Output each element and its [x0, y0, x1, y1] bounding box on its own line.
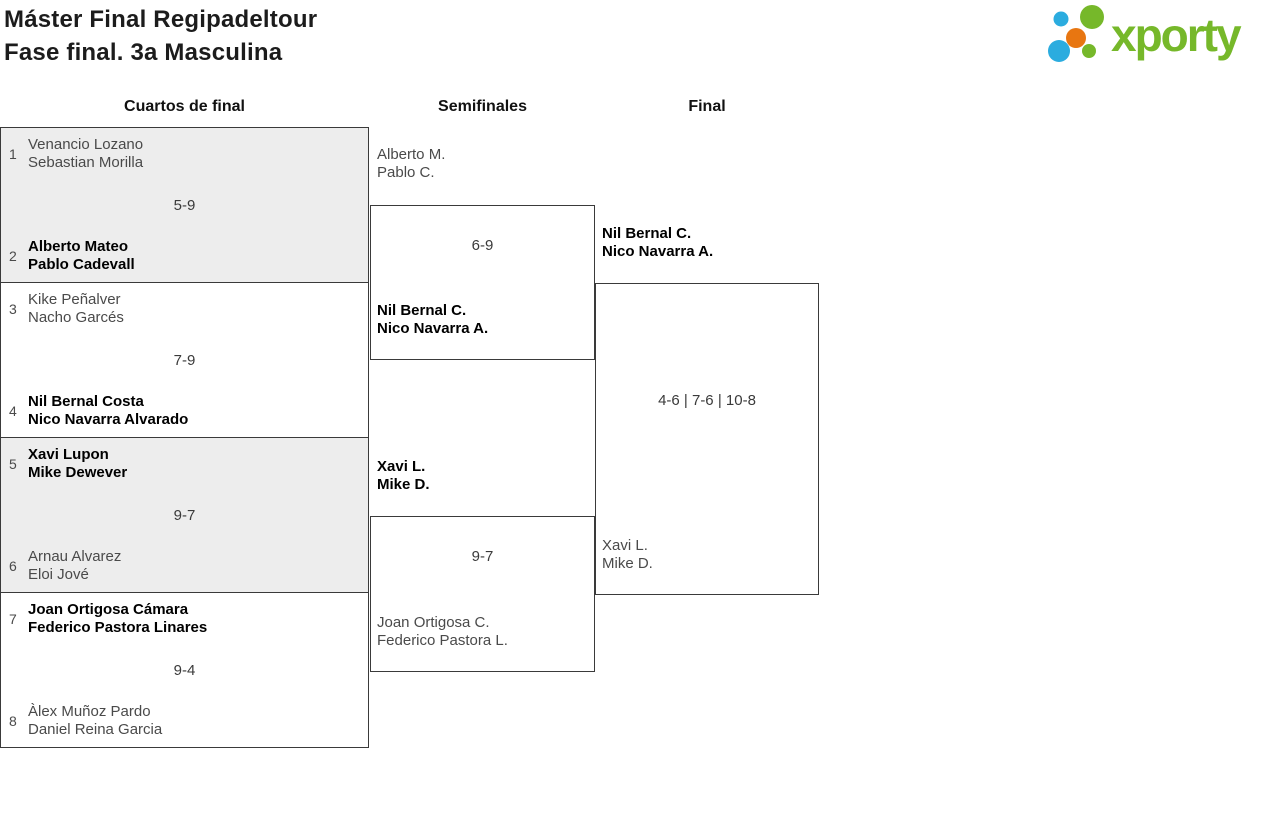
player-name: Nil Bernal Costa: [28, 393, 144, 410]
team-slot: Àlex Muñoz Pardo Daniel Reina Garcia: [28, 703, 162, 739]
seed-number: 1: [9, 146, 17, 162]
qf-match-4[interactable]: 7 Joan Ortigosa Cámara Federico Pastora …: [1, 593, 368, 747]
player-name: Arnau Alvarez: [28, 548, 122, 565]
player-name: Federico Pastora Linares: [28, 619, 208, 636]
qf-match-2[interactable]: 3 Kike Peñalver Nacho Garcés 7-9 4 Nil B…: [1, 283, 368, 438]
round-header-cuartos: Cuartos de final: [124, 98, 245, 115]
seed-number: 5: [9, 456, 17, 472]
player-name: Nico Navarra Alvarado: [28, 411, 189, 428]
round-header-final: Final: [688, 98, 726, 115]
xporty-wordmark: xporty: [1111, 9, 1242, 61]
player-name: Federico Pastora L.: [377, 632, 508, 649]
player-name: Xavi Lupon: [28, 446, 109, 463]
xporty-logo[interactable]: xporty: [1045, 2, 1242, 68]
final-top-team: Nil Bernal C. Nico Navarra A.: [602, 225, 713, 261]
final-bottom-team: Xavi L. Mike D.: [602, 537, 653, 573]
player-name: Mike Dewever: [28, 464, 128, 481]
player-name: Pablo Cadevall: [28, 256, 135, 273]
qf-match-3[interactable]: 5 Xavi Lupon Mike Dewever 9-7 6 Arnau Al…: [1, 438, 368, 593]
team-slot: Nil Bernal Costa Nico Navarra Alvarado: [28, 393, 188, 429]
sf1-top-team: Alberto M. Pablo C.: [377, 146, 445, 182]
player-name: Nico Navarra A.: [377, 320, 489, 337]
seed-number: 2: [9, 248, 17, 264]
seed-number: 8: [9, 713, 17, 729]
sf2-bottom-team: Joan Ortigosa C. Federico Pastora L.: [377, 614, 508, 650]
match-score: 9-7: [471, 548, 494, 565]
player-name: Nacho Garcés: [28, 309, 124, 326]
final-match[interactable]: 4-6 | 7-6 | 10-8: [595, 283, 819, 595]
player-name: Nil Bernal C.: [377, 302, 467, 319]
match-score: 6-9: [471, 237, 494, 254]
player-name: Alberto M.: [377, 146, 446, 163]
player-name: Mike D.: [377, 476, 430, 493]
player-name: Nico Navarra A.: [602, 243, 714, 260]
player-name: Joan Ortigosa Cámara: [28, 601, 189, 618]
page-title: Máster Final Regipadeltour: [4, 6, 318, 33]
qf-match-1[interactable]: 1 Venancio Lozano Sebastian Morilla 5-9 …: [1, 128, 368, 283]
team-slot: Venancio Lozano Sebastian Morilla: [28, 136, 143, 172]
seed-number: 4: [9, 403, 17, 419]
player-name: Joan Ortigosa C.: [377, 614, 490, 631]
sf-match-2[interactable]: 9-7: [370, 516, 595, 672]
seed-number: 6: [9, 558, 17, 574]
player-name: Alberto Mateo: [28, 238, 129, 255]
match-score: 4-6 | 7-6 | 10-8: [658, 392, 756, 409]
round-header-semifinales: Semifinales: [438, 98, 527, 115]
player-name: Àlex Muñoz Pardo: [28, 703, 151, 720]
match-score: 7-9: [173, 352, 196, 369]
sf-match-1[interactable]: 6-9: [370, 205, 595, 360]
team-slot: Joan Ortigosa Cámara Federico Pastora Li…: [28, 601, 207, 637]
player-name: Venancio Lozano: [28, 136, 144, 153]
player-name: Nil Bernal C.: [602, 225, 692, 242]
page-title-block: Máster Final Regipadeltour Fase final. 3…: [4, 3, 317, 69]
player-name: Daniel Reina Garcia: [28, 721, 163, 738]
player-name: Xavi L.: [602, 537, 648, 554]
seed-number: 3: [9, 301, 17, 317]
sf1-bottom-team: Nil Bernal C. Nico Navarra A.: [377, 302, 488, 338]
team-slot: Xavi Lupon Mike Dewever: [28, 446, 127, 482]
quarterfinals-column: 1 Venancio Lozano Sebastian Morilla 5-9 …: [0, 127, 369, 748]
player-name: Eloi Jové: [28, 566, 89, 583]
match-score: 9-7: [173, 507, 196, 524]
xporty-dots-icon: [1048, 5, 1104, 62]
player-name: Mike D.: [602, 555, 653, 572]
match-score: 9-4: [173, 662, 196, 679]
player-name: Pablo C.: [377, 164, 435, 181]
player-name: Xavi L.: [377, 458, 426, 475]
match-score: 5-9: [173, 197, 196, 214]
team-slot: Alberto Mateo Pablo Cadevall: [28, 238, 135, 274]
team-slot: Arnau Alvarez Eloi Jové: [28, 548, 121, 584]
seed-number: 7: [9, 611, 17, 627]
player-name: Sebastian Morilla: [28, 154, 144, 171]
sf2-top-team: Xavi L. Mike D.: [377, 458, 430, 494]
team-slot: Kike Peñalver Nacho Garcés: [28, 291, 124, 327]
player-name: Kike Peñalver: [28, 291, 121, 308]
page-subtitle: Fase final. 3a Masculina: [4, 39, 283, 66]
